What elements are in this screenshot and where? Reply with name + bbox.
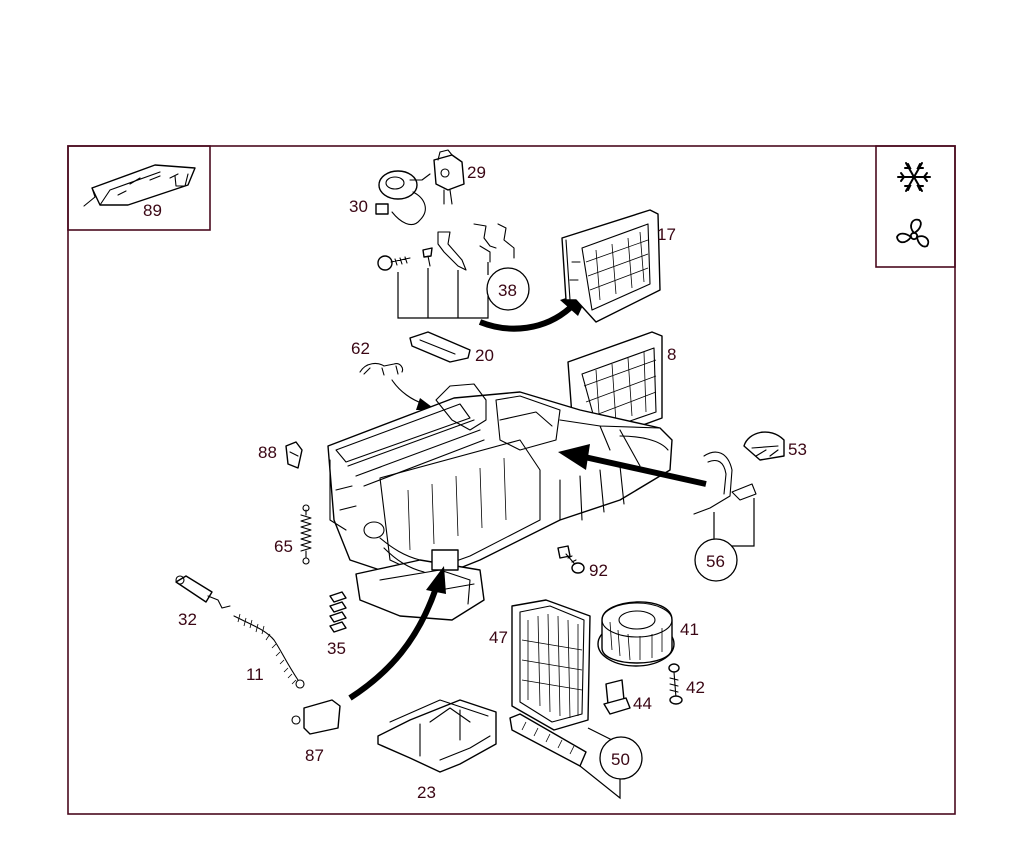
callout-30: 30 [349, 197, 368, 216]
callout-47: 47 [489, 628, 508, 647]
callout-8: 8 [667, 345, 676, 364]
callout-89: 89 [143, 201, 162, 220]
callout-44: 44 [633, 694, 652, 713]
callout-circle-50 [599, 736, 643, 780]
part-47 [511, 599, 591, 731]
fan-icon [896, 218, 930, 248]
callout-88: 88 [258, 443, 277, 462]
part-30 [375, 170, 431, 226]
part-38-fasteners [377, 223, 515, 271]
part-62 [359, 362, 404, 376]
part-42 [668, 663, 683, 705]
part-56 [693, 451, 757, 515]
arrow-to-17 [478, 305, 572, 332]
part-20 [409, 331, 471, 363]
callout-11: 11 [246, 665, 264, 684]
part-44 [603, 679, 631, 715]
part-17 [561, 209, 661, 323]
callout-53: 53 [788, 440, 807, 459]
callout-17: 17 [657, 225, 676, 244]
part-11 [233, 613, 305, 689]
part-89 [83, 164, 196, 207]
callout-circle-56 [694, 538, 738, 582]
part-29 [433, 149, 465, 205]
part-41 [597, 601, 675, 667]
callout-50: 50 [611, 750, 630, 769]
part-92 [557, 545, 585, 574]
callout-38: 38 [498, 281, 517, 300]
callout-92: 92 [589, 561, 608, 580]
diagram-frame [67, 145, 956, 815]
part-32 [175, 575, 231, 609]
part-87 [291, 699, 341, 735]
symbol-box [875, 145, 956, 268]
callout-62: 62 [351, 339, 370, 358]
part-35 [329, 591, 347, 633]
snowflake-icon [897, 162, 931, 192]
callout-56: 56 [706, 552, 725, 571]
leader-56 [713, 498, 755, 547]
part-50 [509, 713, 587, 767]
callout-23: 23 [417, 783, 436, 802]
arrow-from-87 [348, 587, 439, 701]
callout-20: 20 [475, 346, 494, 365]
part-88 [285, 441, 303, 469]
callout-32: 32 [178, 610, 197, 629]
hvac-housing [327, 383, 673, 621]
callout-42: 42 [686, 678, 705, 697]
leader-38 [397, 272, 489, 319]
callout-41: 41 [680, 620, 699, 639]
part-23 [377, 699, 497, 773]
part-53 [743, 431, 785, 461]
callout-35: 35 [327, 639, 346, 658]
arrow-from-56 [579, 453, 707, 487]
inset-box-89 [67, 145, 211, 231]
part-65 [300, 504, 312, 565]
callout-65: 65 [274, 537, 293, 556]
callout-circle-38 [486, 267, 530, 311]
callout-87: 87 [305, 746, 324, 765]
callout-29: 29 [467, 163, 486, 182]
